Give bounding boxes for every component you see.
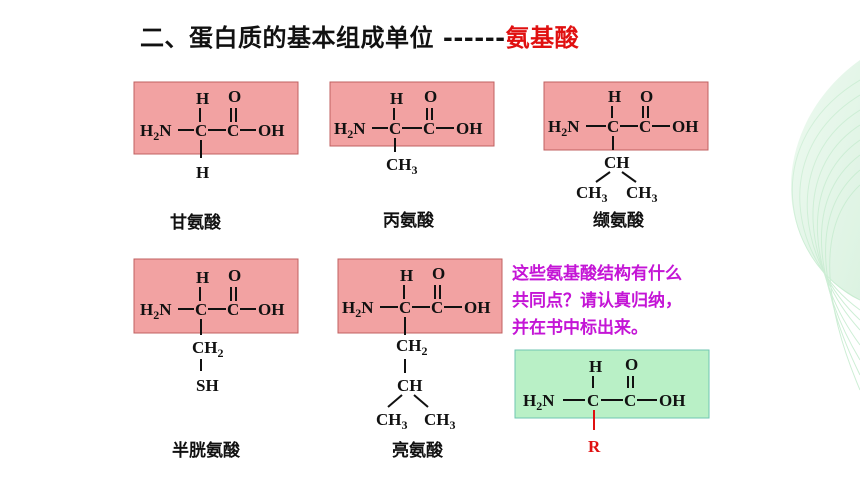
atom-h2n: H2N	[140, 300, 172, 322]
atom-oh: OH	[456, 119, 482, 138]
atom-ch3-right: CH3	[424, 410, 456, 432]
slide-title: 二、蛋白质的基本组成单位 ------氨基酸	[140, 18, 579, 53]
atom-ch: CH	[604, 153, 630, 172]
atom-ch3: CH3	[386, 155, 418, 177]
glycine-label: 甘氨酸	[170, 213, 221, 233]
title-accent: 氨基酸	[505, 24, 580, 52]
atom-h-top: H	[390, 89, 403, 108]
atom-ch: CH	[397, 376, 423, 395]
atom-c-carboxyl: C	[431, 298, 443, 317]
atom-oh: OH	[672, 117, 698, 136]
atom-oh: OH	[258, 300, 284, 319]
atom-c-alpha: C	[389, 119, 401, 138]
atom-h-top: H	[196, 89, 209, 108]
atom-h2n: H2N	[342, 298, 374, 320]
glycine-structure: H O H2N C C OH H	[133, 81, 299, 182]
valine-label: 缬氨酸	[593, 211, 644, 231]
atom-c-alpha: C	[195, 121, 207, 140]
atom-h2n: H2N	[523, 391, 555, 413]
atom-c-carboxyl: C	[639, 117, 651, 136]
atom-h-bottom: H	[196, 163, 209, 182]
question-line-3: 并在书中标出来。	[512, 318, 648, 338]
atom-h-top: H	[196, 268, 209, 287]
atom-r: R	[588, 437, 601, 456]
atom-sh: SH	[196, 376, 219, 395]
cysteine-structure: H O H2N C C OH CH2 SH	[133, 258, 299, 395]
valine-structure: H O H2N C C OH CH CH3 CH3	[543, 81, 709, 205]
atom-o: O	[640, 87, 653, 106]
alanine-structure: H O H2N C C OH CH3	[329, 81, 495, 177]
atom-c-alpha: C	[195, 300, 207, 319]
atom-c-carboxyl: C	[624, 391, 636, 410]
atom-h-top: H	[589, 357, 602, 376]
atom-o: O	[625, 355, 638, 374]
atom-ch3-right: CH3	[626, 183, 658, 205]
atom-c-carboxyl: C	[227, 121, 239, 140]
atom-oh: OH	[464, 298, 490, 317]
title-prefix: 二、蛋白质的基本组成单位 ------	[140, 24, 506, 52]
leucine-structure: H O H2N C C OH CH2 CH CH3 CH3	[337, 258, 503, 432]
atom-c-alpha: C	[607, 117, 619, 136]
atom-h-top: H	[400, 266, 413, 285]
atom-o: O	[432, 264, 445, 283]
atom-ch3-left: CH3	[576, 183, 608, 205]
atom-o: O	[424, 87, 437, 106]
generic-amino-acid-structure: H O H2N C C OH R	[514, 349, 710, 456]
atom-h2n: H2N	[140, 121, 172, 143]
atom-h2n: H2N	[334, 119, 366, 141]
atom-c-alpha: C	[399, 298, 411, 317]
cysteine-label: 半胱氨酸	[172, 441, 240, 461]
atom-c-carboxyl: C	[423, 119, 435, 138]
atom-h2n: H2N	[548, 117, 580, 139]
question-line-1: 这些氨基酸结构有什么	[512, 264, 682, 284]
atom-o: O	[228, 87, 241, 106]
leucine-label: 亮氨酸	[392, 441, 443, 461]
question-text: 这些氨基酸结构有什么 共同点？请认真归纳， 并在书中标出来。	[512, 261, 742, 342]
question-line-2: 共同点？请认真归纳，	[512, 291, 682, 311]
atom-ch3-left: CH3	[376, 410, 408, 432]
atom-c-alpha: C	[587, 391, 599, 410]
atom-ch2: CH2	[396, 336, 428, 358]
atom-h-top: H	[608, 87, 621, 106]
atom-oh: OH	[659, 391, 685, 410]
atom-oh: OH	[258, 121, 284, 140]
alanine-label: 丙氨酸	[383, 211, 434, 231]
atom-c-carboxyl: C	[227, 300, 239, 319]
atom-o: O	[228, 266, 241, 285]
atom-ch2: CH2	[192, 338, 224, 360]
